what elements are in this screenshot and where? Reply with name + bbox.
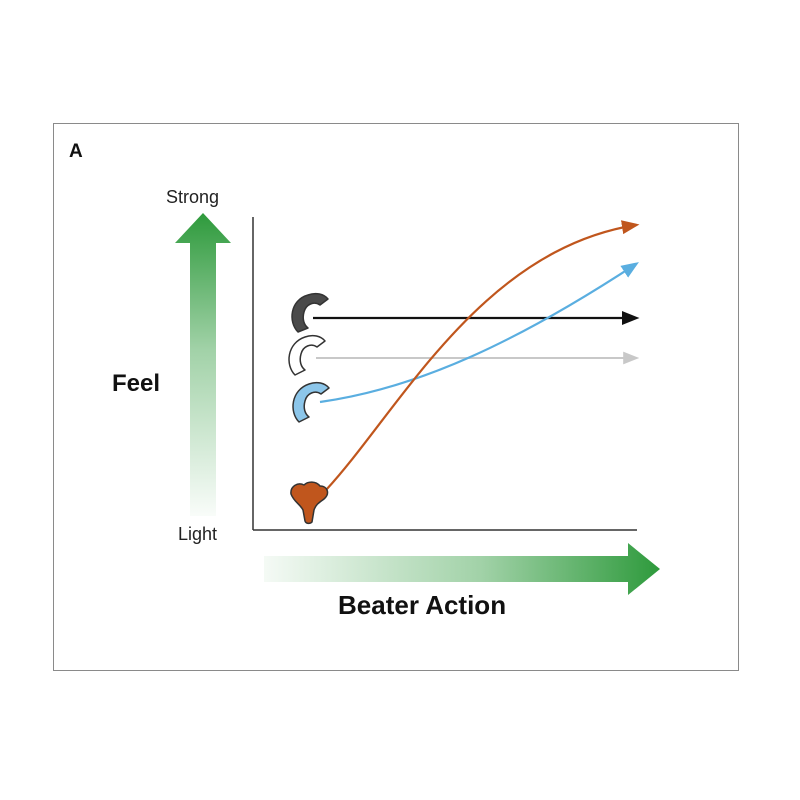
orange-beater-icon: [290, 481, 329, 525]
y-axis-bottom-label: Light: [178, 524, 218, 544]
feel-gradient-arrow: [175, 213, 231, 516]
blue-beater-icon: [292, 381, 330, 423]
y-axis-title: Feel: [112, 370, 161, 397]
beater-action-gradient-arrow: [264, 543, 660, 595]
dark-gray-beater-icon: [291, 292, 329, 333]
panel-label: A: [69, 141, 83, 162]
series-line-orange: [325, 220, 640, 491]
y-axis-top-label: Strong: [166, 187, 220, 207]
series-line-blue: [319, 262, 639, 404]
x-axis-title: Beater Action: [338, 590, 507, 620]
white-beater-icon: [288, 334, 326, 376]
